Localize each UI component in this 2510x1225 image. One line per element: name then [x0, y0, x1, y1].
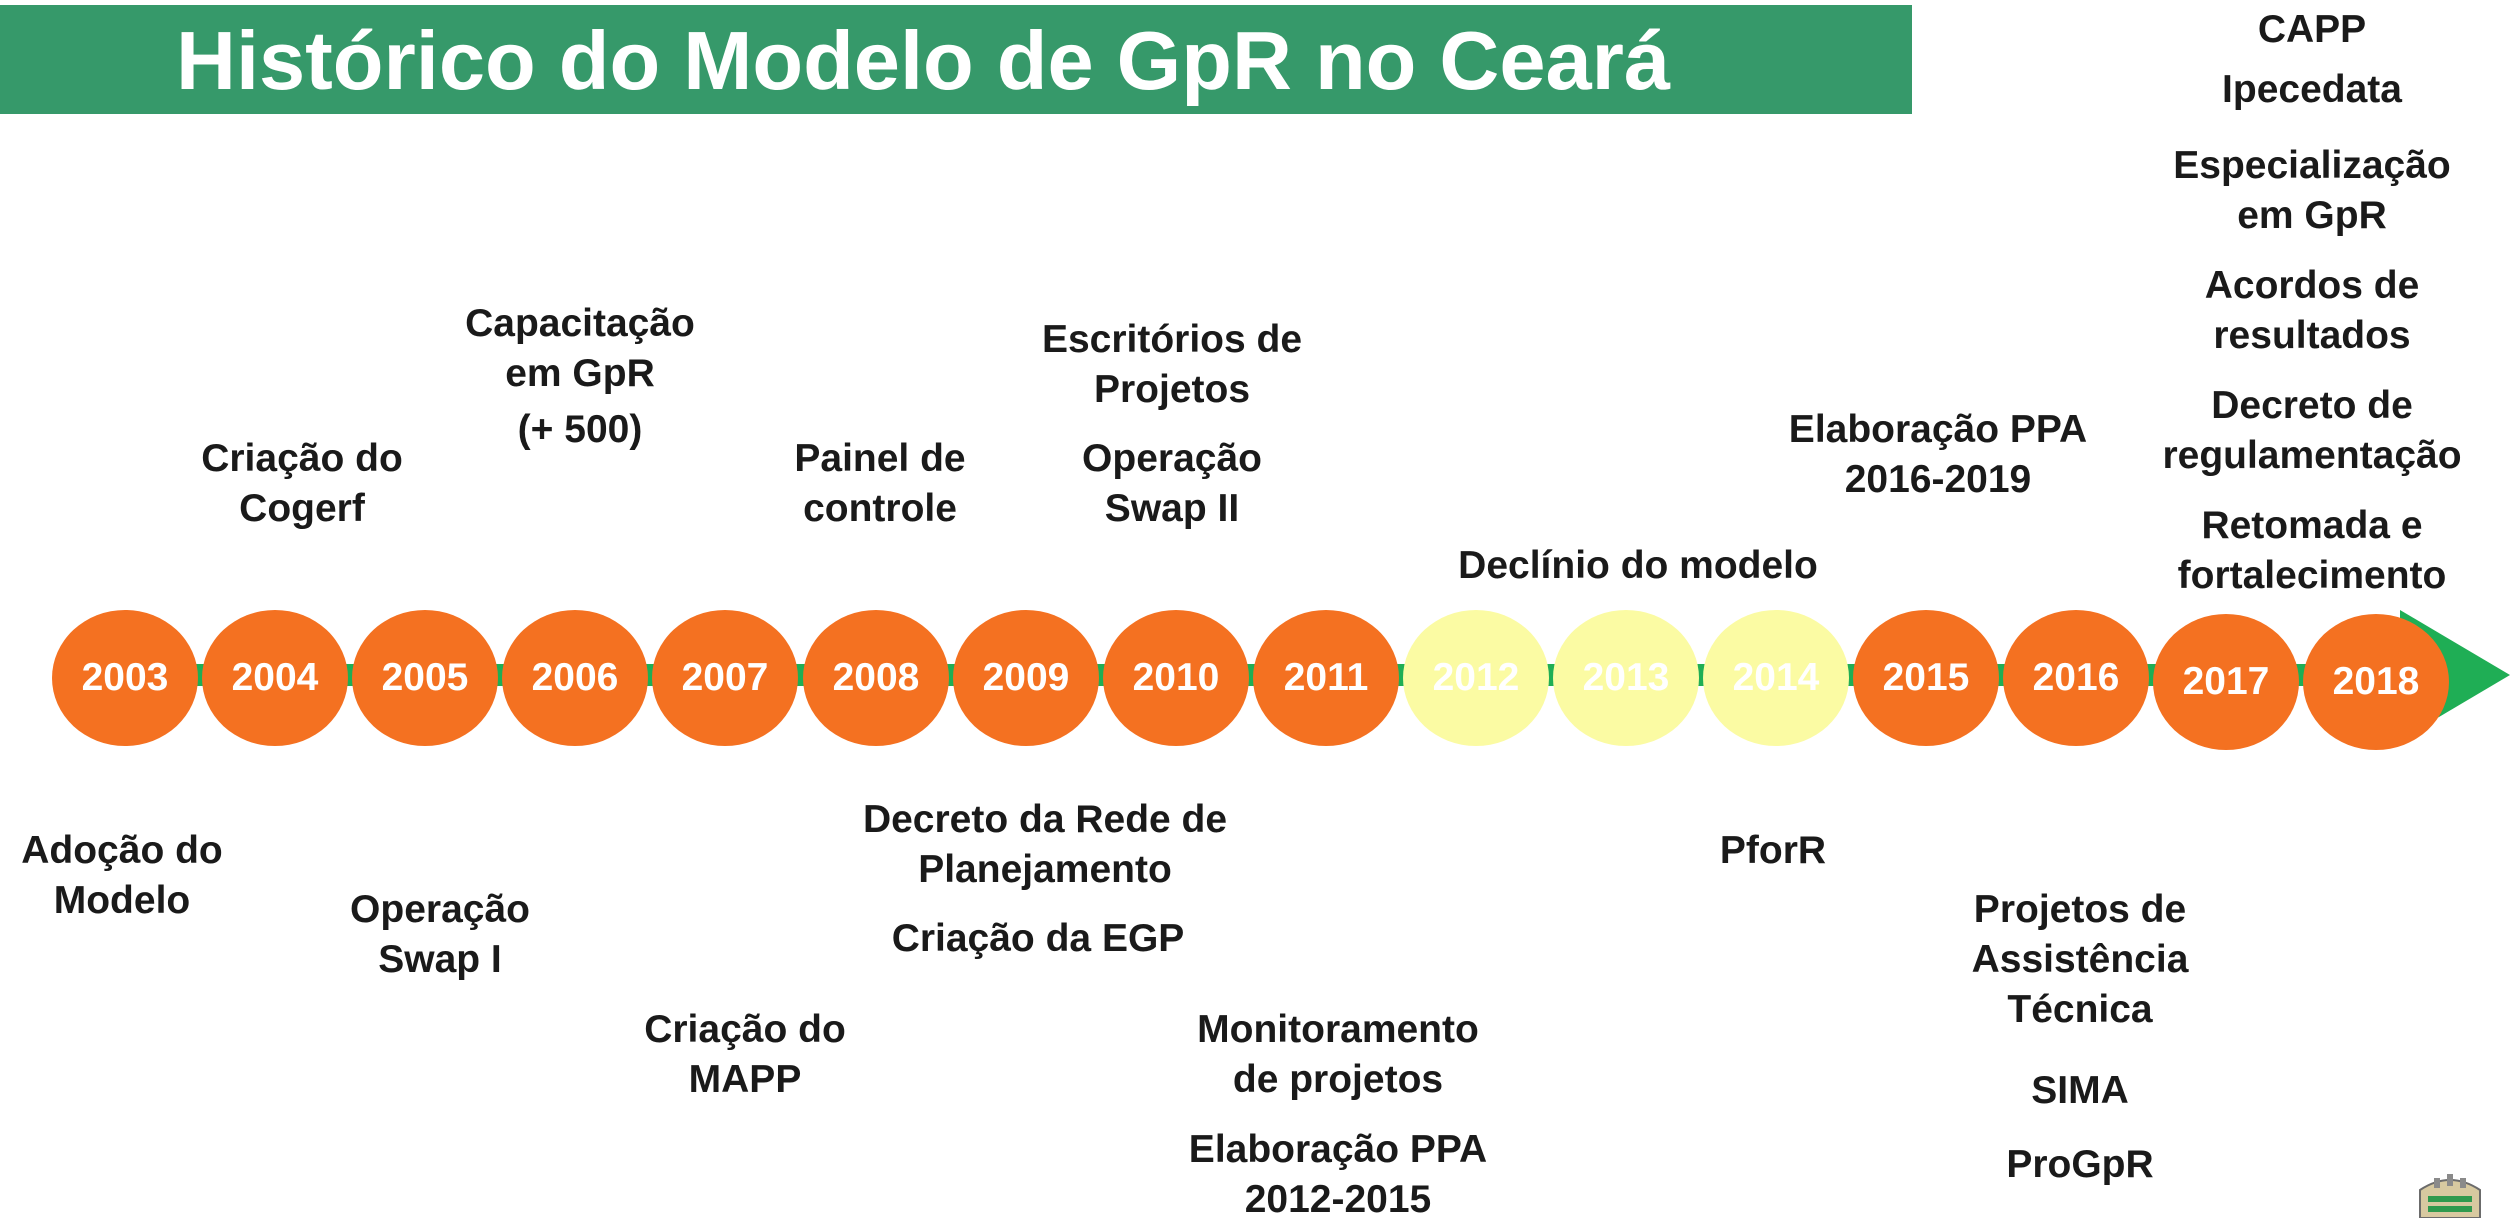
label-line: resultados: [2213, 314, 2411, 357]
year-2013: 2013: [1553, 610, 1699, 746]
label-line: MAPP: [688, 1058, 802, 1101]
event-swap2: Operação Swap II: [1082, 434, 1262, 534]
label-line: Operação: [350, 888, 530, 931]
label-line: Técnica: [2007, 988, 2153, 1031]
label-line: Operação: [1082, 437, 1262, 480]
event-projetos-assistencia: Projetos de Assistência Técnica: [1972, 885, 2189, 1035]
event-sima: SIMA: [2031, 1069, 2129, 1112]
label-line: Monitoramento: [1197, 1008, 1479, 1051]
event-painel-controle: Painel de controle: [794, 434, 965, 534]
state-coat-of-arms-icon: [2419, 1174, 2481, 1218]
label-line: Criação do: [644, 1008, 846, 1051]
title-banner: Histórico do Modelo de GpR no Ceará: [0, 5, 1912, 114]
label-line: Acordos de: [2204, 264, 2420, 307]
year-2012: 2012: [1403, 610, 1549, 746]
label-line: em GpR: [505, 352, 655, 395]
event-especializacao: Especialização em GpR: [2173, 141, 2451, 241]
year-2014: 2014: [1703, 610, 1849, 746]
event-swap1: Operação Swap I: [350, 885, 530, 985]
event-retomada: Retomada e fortalecimento: [2178, 501, 2447, 601]
year-2006: 2006: [502, 610, 648, 746]
year-2009: 2009: [953, 610, 1099, 746]
label-line: 2012-2015: [1244, 1178, 1432, 1221]
event-egp: Criação da EGP: [891, 917, 1185, 960]
year-2008: 2008: [803, 610, 949, 746]
label-line: Swap II: [1104, 487, 1240, 530]
event-ppa-2012: Elaboração PPA 2012-2015: [1189, 1125, 1487, 1225]
year-2017: 2017: [2153, 614, 2299, 750]
label-line: 2016-2019: [1844, 458, 2032, 501]
label-line: Decreto da Rede de: [862, 798, 1228, 841]
label-line: Elaboração PPA: [1788, 408, 2088, 451]
label-line: Projetos de: [1973, 888, 2187, 931]
year-2007: 2007: [652, 610, 798, 746]
event-criacao-cogerf: Criação do Cogerf: [201, 434, 403, 534]
event-decreto-rede: Decreto da Rede de Planejamento: [863, 795, 1227, 895]
event-pforr: PforR: [1719, 829, 1827, 872]
label-line: Swap I: [378, 938, 502, 981]
event-capp: CAPP: [2257, 8, 2367, 51]
event-ipecedata: Ipecedata: [2222, 68, 2402, 111]
label-line: Adoção do: [21, 829, 223, 872]
label-line: Assistência: [1971, 938, 2189, 981]
year-2004: 2004: [202, 610, 348, 746]
event-ppa-2016: Elaboração PPA 2016-2019: [1789, 405, 2087, 505]
event-decreto-regulamentacao: Decreto de regulamentação: [2162, 381, 2461, 481]
event-acordos: Acordos de resultados: [2205, 261, 2420, 361]
event-monitoramento: Monitoramento de projetos: [1197, 1005, 1479, 1105]
label-line: fortalecimento: [2177, 554, 2447, 597]
label-line: Capacitação: [465, 302, 695, 345]
label-line: Projetos: [1093, 368, 1251, 411]
event-escritorios: Escritórios de Projetos: [1042, 315, 1302, 415]
label-line: Especialização: [2173, 144, 2451, 187]
event-adocao: Adoção do Modelo: [21, 826, 223, 926]
year-2010: 2010: [1103, 610, 1249, 746]
label-line: de projetos: [1232, 1058, 1444, 1101]
year-2005: 2005: [352, 610, 498, 746]
label-line: Retomada e: [2201, 504, 2423, 547]
page-title: Histórico do Modelo de GpR no Ceará: [176, 14, 1671, 107]
label-line: Painel de: [794, 437, 966, 480]
label-line: Escritórios de: [1041, 318, 1303, 361]
label-line: Criação do: [201, 437, 403, 480]
event-mapp: Criação do MAPP: [644, 1005, 846, 1105]
year-2003: 2003: [52, 610, 198, 746]
label-line: regulamentação: [2162, 434, 2462, 477]
event-progpr: ProGpR: [2006, 1143, 2154, 1186]
label-line: Elaboração PPA: [1188, 1128, 1488, 1171]
label-line: em GpR: [2237, 194, 2387, 237]
label-line: Modelo: [53, 879, 191, 922]
label-line: (+ 500): [517, 408, 643, 451]
label-line: Cogerf: [239, 487, 365, 530]
year-2011: 2011: [1253, 610, 1399, 746]
event-declinio: Declínio do modelo: [1458, 544, 1818, 587]
year-2018: 2018: [2303, 614, 2449, 750]
year-2015: 2015: [1853, 610, 1999, 746]
label-line: Decreto de: [2211, 384, 2413, 427]
year-2016: 2016: [2003, 610, 2149, 746]
label-line: controle: [803, 487, 957, 530]
label-line: Planejamento: [918, 848, 1172, 891]
event-capacitacao: Capacitação em GpR (+ 500): [465, 299, 695, 455]
